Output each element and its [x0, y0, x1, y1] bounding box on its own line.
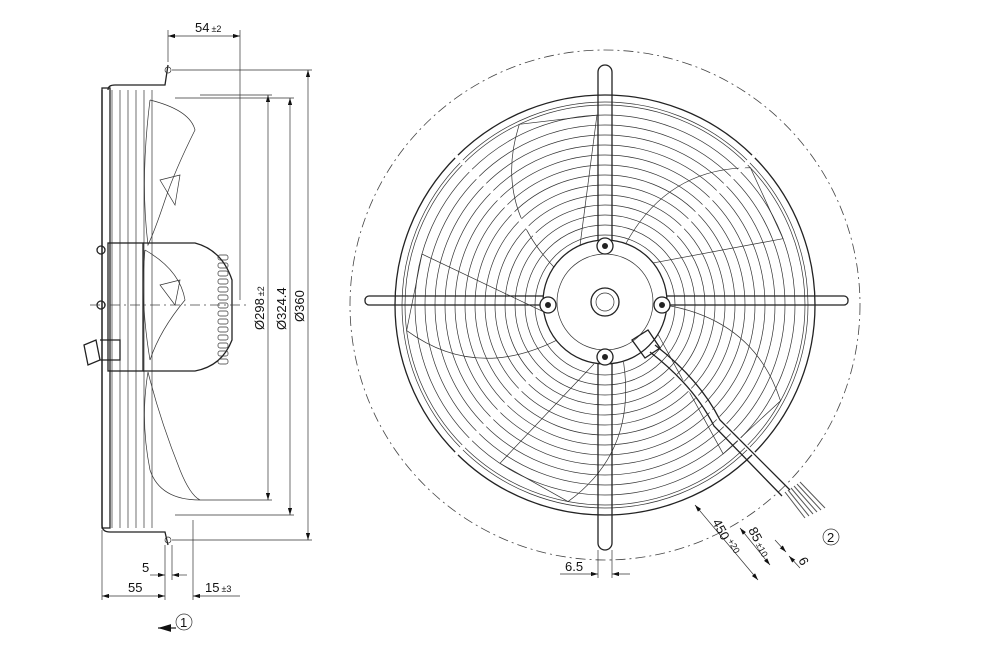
- bolt: [96, 245, 106, 255]
- dim-5-label: 5: [142, 560, 149, 575]
- dim-54-label: 54±2: [195, 20, 221, 35]
- mount-bolts: [539, 237, 671, 366]
- dim-450-label: 450+20: [709, 516, 741, 558]
- cable-gland: [83, 339, 121, 366]
- motor-flange: [107, 242, 144, 372]
- mount-hole: [164, 536, 172, 544]
- view-marker-1: 1: [180, 615, 187, 630]
- detail-marker-circle: [822, 528, 840, 546]
- view-marker-circle: [175, 613, 193, 631]
- blade-tips: [159, 174, 181, 306]
- dim-55-label: 55: [128, 580, 142, 595]
- mounting-circle: [349, 49, 861, 561]
- motor-fins: [217, 254, 229, 365]
- dim-6-label: 6: [795, 554, 812, 567]
- mount-hole: [164, 66, 172, 74]
- dim-d298-label: Ø298±2: [252, 286, 267, 330]
- cable-gland-front: [631, 329, 661, 359]
- cable-wires: [784, 481, 826, 519]
- guard-plate: [101, 87, 111, 529]
- dim-85-label: 85±10: [745, 524, 773, 559]
- dim-d324-label: Ø324.4: [274, 287, 289, 330]
- front-view: 6.5 450+20 85±10 6 2: [349, 49, 861, 581]
- detail-marker-2: 2: [827, 530, 834, 545]
- blade-top: [144, 99, 196, 247]
- blade-mid: [142, 249, 186, 361]
- dim-d360-label: Ø360: [292, 290, 307, 322]
- hub-cap: [590, 287, 620, 317]
- guard-wires-side: [111, 90, 153, 528]
- dim-15-label: 15±3: [205, 580, 231, 595]
- blade-bottom: [144, 371, 201, 501]
- motor-body: [143, 242, 233, 372]
- side-view: 54±2 Ø298±2 Ø324.4 Ø360 5 55 15±3 1: [83, 20, 312, 632]
- dim-6-5-label: 6.5: [565, 559, 583, 574]
- cable: [649, 344, 791, 497]
- guard-struts: [451, 151, 759, 459]
